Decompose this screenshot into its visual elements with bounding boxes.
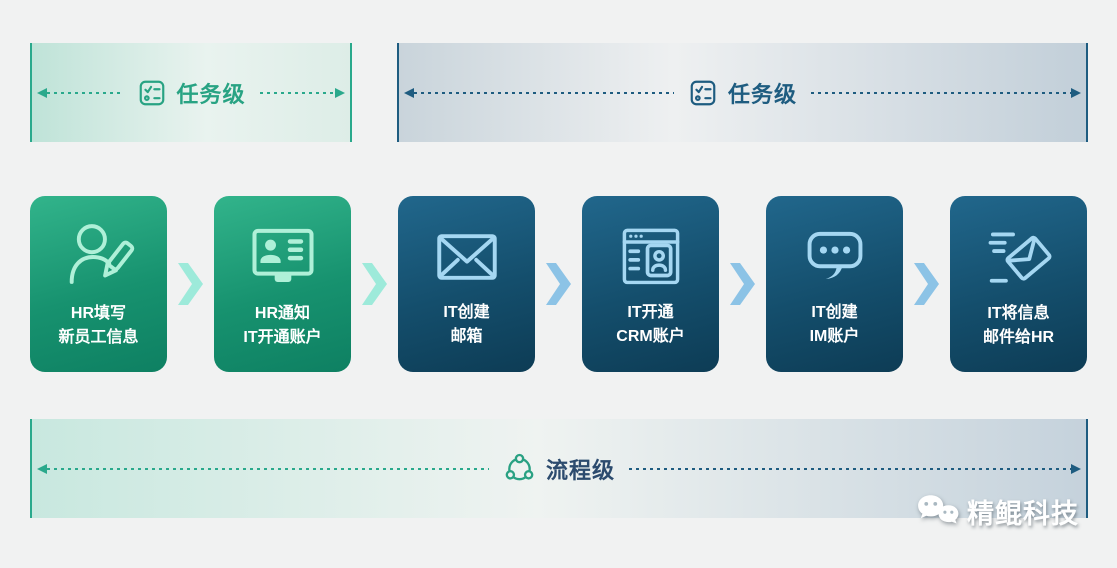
dashed-line — [629, 467, 1072, 470]
monitor-id-icon — [245, 219, 321, 295]
step-label-line: IT开通账户 — [243, 328, 322, 346]
network-icon — [503, 452, 536, 485]
banner-label: 流程级 — [546, 457, 616, 483]
step-label-line: IT开通 — [627, 304, 674, 322]
banner-label: 任务级 — [176, 81, 246, 107]
arrowhead-left-icon — [37, 463, 47, 474]
step-card-it-create-im: IT创建 IM账户 — [766, 196, 903, 372]
envelope-icon — [430, 220, 504, 294]
dashed-line — [47, 91, 123, 94]
step-label-line: 邮件给HR — [982, 328, 1055, 346]
arrowhead-right-icon — [335, 87, 346, 98]
dashed-line — [811, 91, 1072, 94]
banner-title-group: 任务级 — [688, 77, 797, 109]
step-label-line: HR通知 — [254, 305, 311, 323]
watermark-label: 精鲲科技 — [967, 499, 1079, 529]
step-label-line: IT创建 — [443, 304, 490, 322]
chat-bubble-icon — [798, 220, 872, 294]
step-card-label: HR通知 IT开通账户 — [243, 302, 321, 348]
banner-title-group: 流程级 — [503, 452, 615, 485]
flow-connector — [167, 196, 214, 372]
arrowhead-right-icon — [1071, 87, 1082, 98]
step-label-line: IM账户 — [809, 327, 860, 345]
step-label-line: 邮箱 — [450, 327, 483, 345]
dashed-line — [414, 91, 674, 94]
banner-label: 任务级 — [728, 81, 798, 107]
step-card-it-create-mailbox: IT创建 邮箱 — [398, 196, 535, 372]
step-card-it-open-crm: IT开通 CRM账户 — [582, 196, 719, 372]
checklist-icon — [688, 78, 718, 108]
dashed-line — [47, 467, 489, 470]
dashed-line — [259, 91, 336, 94]
person-edit-icon — [61, 219, 137, 295]
step-label-line: HR填写 — [70, 305, 127, 323]
step-card-hr-fill-info: HR填写 新员工信息 — [30, 196, 167, 372]
flow-connector — [535, 196, 582, 372]
process-steps-row: HR填写 新员工信息 HR通知 IT开通账户 — [30, 196, 1087, 372]
step-label-line: IT将信息 — [987, 305, 1050, 323]
send-mail-icon — [981, 219, 1057, 295]
task-level-banner-blue: 任务级 — [397, 43, 1088, 142]
chevron-right-icon — [730, 263, 755, 305]
chevron-right-icon — [546, 263, 571, 305]
flow-connector — [351, 196, 398, 372]
process-level-banner: 流程级 — [30, 419, 1088, 518]
step-card-label: IT开通 CRM账户 — [616, 301, 684, 347]
chevron-right-icon — [178, 263, 203, 305]
step-label-line: 新员工信息 — [58, 328, 139, 346]
banner-title-group: 任务级 — [137, 77, 246, 109]
flow-connector — [903, 196, 950, 372]
checklist-icon — [137, 78, 167, 108]
step-label-line: IT创建 — [811, 304, 858, 322]
chevron-right-icon — [914, 263, 939, 305]
chevron-right-icon — [362, 263, 387, 305]
step-card-hr-notify-it: HR通知 IT开通账户 — [214, 196, 351, 372]
arrowhead-right-icon — [1071, 463, 1082, 474]
step-card-label: HR填写 新员工信息 — [58, 302, 138, 348]
arrowhead-left-icon — [404, 87, 414, 98]
step-card-label: IT创建 邮箱 — [443, 301, 489, 347]
arrowhead-left-icon — [37, 87, 47, 98]
step-card-label: IT创建 IM账户 — [810, 301, 860, 347]
crm-window-icon — [614, 220, 688, 294]
watermark: 精鲲科技 — [916, 492, 1079, 531]
task-level-banner-teal: 任务级 — [30, 43, 352, 142]
step-card-it-email-hr: IT将信息 邮件给HR — [950, 196, 1087, 372]
step-label-line: CRM账户 — [616, 327, 685, 345]
flow-connector — [719, 196, 766, 372]
step-card-label: IT将信息 邮件给HR — [983, 302, 1054, 348]
wechat-icon — [916, 493, 960, 531]
